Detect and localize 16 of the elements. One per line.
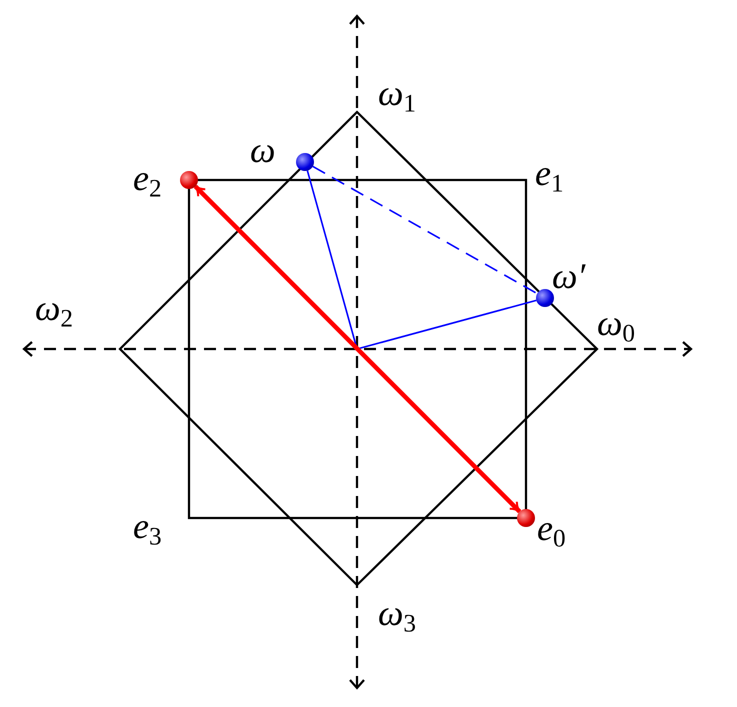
point-label: ω′ — [552, 258, 586, 294]
vertex-label: ω$_{2}$ — [35, 290, 74, 332]
vertex-label: e$_{1}$ — [535, 155, 564, 196]
vertex-label: ω$_{0}$ — [597, 305, 636, 346]
line — [356, 300, 537, 350]
vertex-label: ω$_{1}$ — [378, 75, 416, 116]
point-marker — [296, 153, 314, 171]
line — [312, 166, 538, 294]
point-label: e$_{0}$ — [537, 510, 566, 552]
point-label: ω — [250, 132, 276, 168]
vertex-label: e$_{3}$ — [133, 508, 162, 550]
point-marker — [180, 171, 198, 189]
vertex-label: ω$_{3}$ — [378, 595, 416, 636]
point-marker — [536, 289, 554, 307]
point-marker — [517, 509, 535, 527]
point-label: e$_{2}$ — [133, 160, 162, 202]
